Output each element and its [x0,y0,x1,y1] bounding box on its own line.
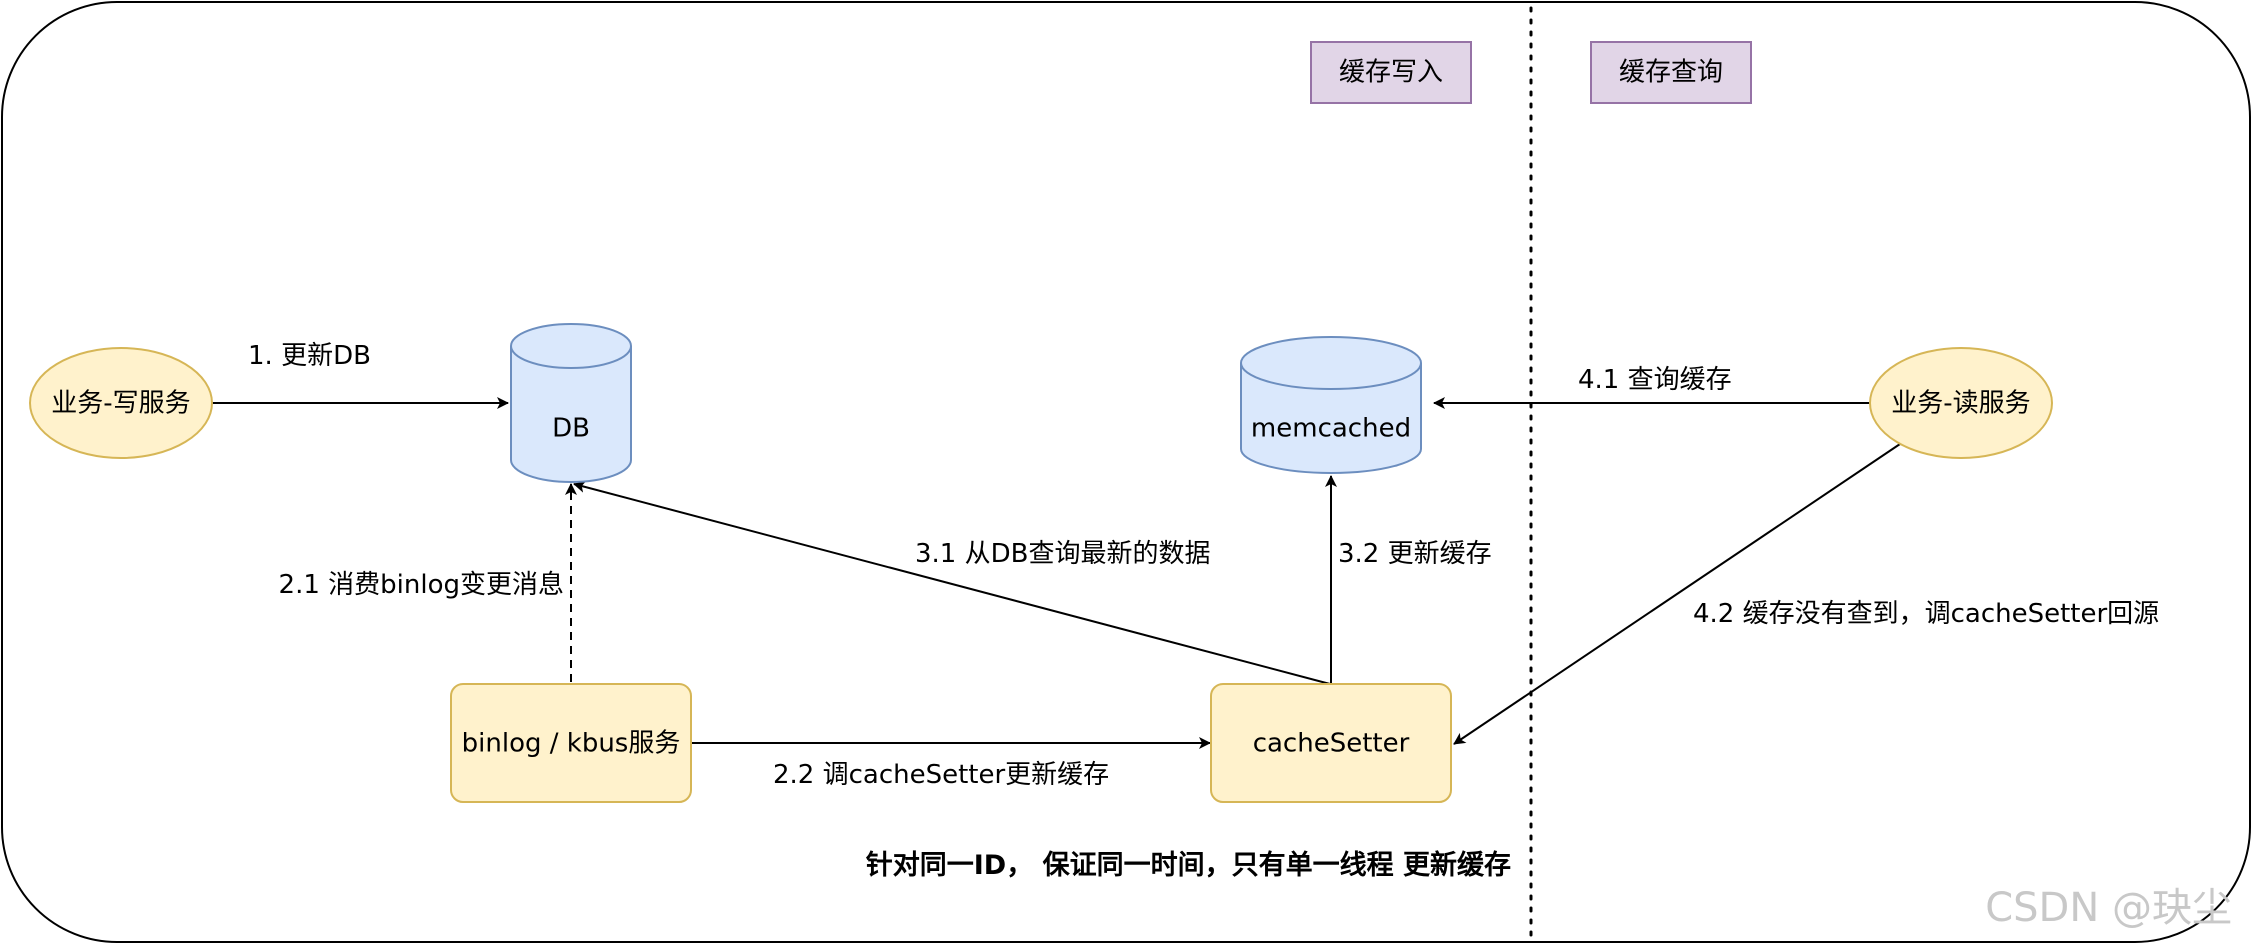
edge-cache-miss: 4.2 缓存没有查到，调cacheSetter回源 [1453,443,2159,745]
edge-query-cache-label: 4.1 查询缓存 [1578,365,1732,395]
edge-consume-binlog: 2.1 消费binlog变更消息 [279,483,577,682]
edge-update-cache: 3.2 更新缓存 [1325,475,1492,684]
cachesetter-label: cacheSetter [1253,729,1410,759]
edge-call-cachesetter: 2.2 调cacheSetter更新缓存 [692,737,1211,790]
write-service-node: 业务-写服务 [29,347,213,459]
write-service-label: 业务-写服务 [51,389,190,419]
watermark: CSDN @玦尘 [1985,885,2232,931]
write-section-tag: 缓存写入 [1310,41,1472,104]
edge-update-db: 1. 更新DB [212,341,509,409]
read-section-tag: 缓存查询 [1590,41,1752,104]
edge-query-db-label: 3.1 从DB查询最新的数据 [915,539,1210,569]
edge-consume-binlog-label: 2.1 消费binlog变更消息 [279,570,564,600]
edge-update-cache-label: 3.2 更新缓存 [1338,539,1492,569]
memcached-cylinder: memcached [1240,336,1422,474]
read-service-node: 业务-读服务 [1869,347,2053,459]
edge-call-cachesetter-label: 2.2 调cacheSetter更新缓存 [773,760,1109,790]
db-cylinder: DB [510,323,632,483]
memcached-label: memcached [1251,414,1411,444]
concurrency-note: 针对同一ID， 保证同一时间，只有单一线程 更新缓存 [866,849,1511,881]
cachesetter-box: cacheSetter [1210,683,1452,803]
edge-query-cache: 4.1 查询缓存 [1433,365,1870,409]
read-service-label: 业务-读服务 [1891,389,2030,419]
edge-query-db: 3.1 从DB查询最新的数据 [573,481,1331,685]
read-section-tag-label: 缓存查询 [1619,58,1723,88]
db-label: DB [552,414,590,444]
write-section-tag-label: 缓存写入 [1339,58,1443,88]
edge-cache-miss-label: 4.2 缓存没有查到，调cacheSetter回源 [1693,599,2159,629]
binlog-service-label: binlog / kbus服务 [462,729,681,759]
edge-update-db-label: 1. 更新DB [248,341,371,371]
binlog-service-box: binlog / kbus服务 [450,683,692,803]
